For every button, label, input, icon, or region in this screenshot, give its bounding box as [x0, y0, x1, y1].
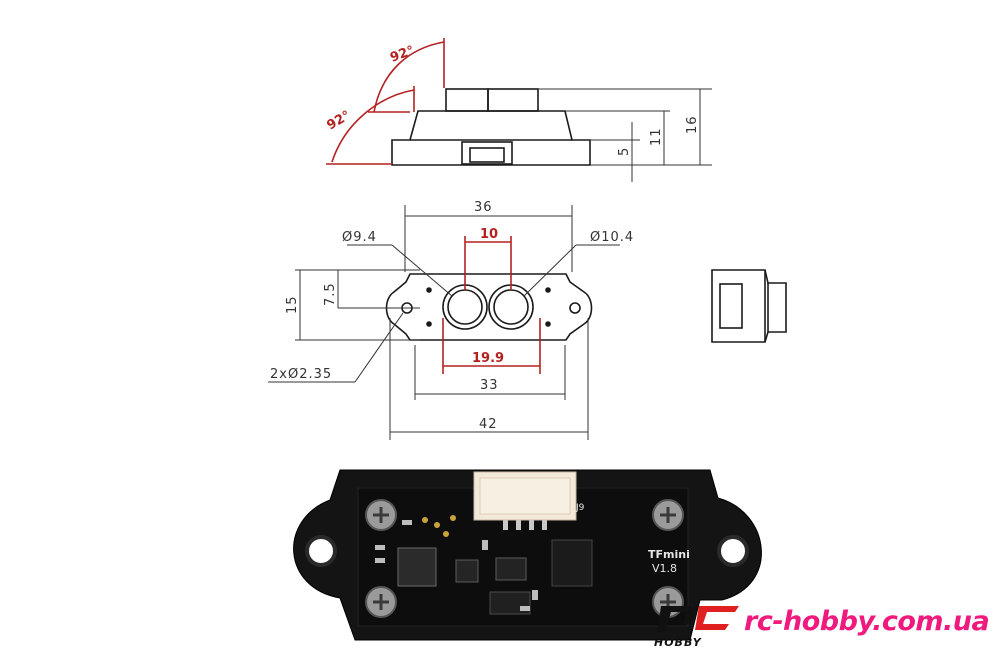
side-view-dimensions — [538, 88, 712, 182]
rc-hobby-logo — [657, 606, 739, 632]
dim-42-label: 42 — [479, 417, 498, 432]
red-front-dimensions — [442, 236, 541, 374]
lens-right-diameter-label: Ø10.4 — [590, 230, 634, 245]
lens-spacing-label: 10 — [480, 227, 498, 242]
pcb-connector-label: J9 — [575, 503, 585, 513]
lens-left-diameter-label: Ø9.4 — [342, 230, 377, 245]
dim-7-5-label: 7.5 — [323, 282, 338, 306]
angle-markers — [326, 38, 445, 165]
main-chip — [397, 547, 437, 587]
screw-top-right — [652, 499, 684, 531]
right-side-view — [711, 269, 787, 343]
screw-bottom-left — [365, 586, 397, 618]
brand-url[interactable]: rc-hobby.com.ua — [744, 606, 990, 637]
pcb-model-label: TFmini — [648, 548, 690, 561]
mount-hole-left — [305, 535, 337, 567]
screw-top-left — [365, 499, 397, 531]
pcb-version-label: V1.8 — [652, 562, 677, 575]
front-view-dimensions — [268, 205, 620, 440]
sensor-photo: TFmini V1.8 J9 — [293, 469, 762, 641]
dim-15-label: 15 — [285, 295, 300, 314]
lens-span-label: 19.9 — [472, 351, 504, 366]
dim-33-label: 33 — [480, 378, 499, 393]
mount-hole-right — [717, 535, 749, 567]
brand-hobby-word: HOBBY — [654, 636, 702, 649]
front-view — [385, 273, 593, 341]
dim-11-label: 11 — [649, 127, 664, 146]
dim-5-label: 5 — [617, 147, 632, 156]
dim-16-label: 16 — [685, 115, 700, 134]
angle-upper-label: 92° — [388, 43, 416, 66]
dim-36-label: 36 — [474, 200, 493, 215]
side-view — [391, 88, 591, 166]
hole-diameter-label: 2xØ2.35 — [270, 367, 332, 382]
